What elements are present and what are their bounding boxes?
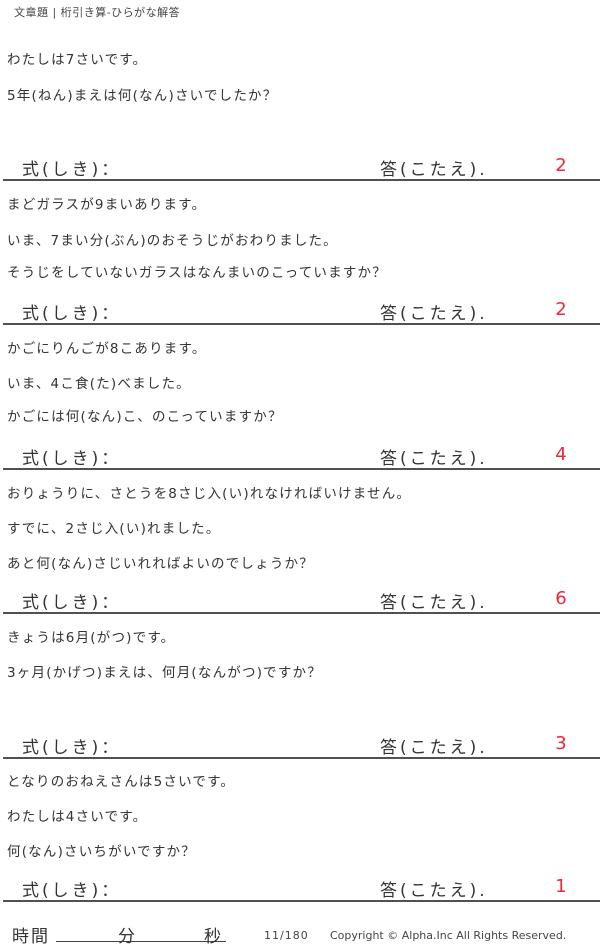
answer-rule <box>3 323 600 325</box>
answer-value: 2 <box>555 155 567 176</box>
answer-label: 答(こたえ). <box>380 449 488 469</box>
problem-text-line: いま、7まい分(ぶん)のおそうじがおわりました。 <box>7 233 338 249</box>
answer-value: 3 <box>555 733 567 754</box>
formula-label: 式(しき)： <box>22 881 122 901</box>
answer-label: 答(こたえ). <box>380 738 488 758</box>
problem-text-line: おりょうりに、さとうを8さじ入(い)れなければいけません。 <box>7 486 412 502</box>
problem-text-line: まどガラスが9まいあります。 <box>7 197 207 213</box>
problem-text-line: かごにりんごが8こあります。 <box>7 341 207 357</box>
answer-label: 答(こたえ). <box>380 593 488 613</box>
answer-value: 6 <box>555 588 567 609</box>
page-number: 11/180 <box>264 929 309 942</box>
answer-value: 2 <box>555 299 567 320</box>
problem-text-line: 3ヶ月(かげつ)まえは、何月(なんがつ)ですか？ <box>7 665 322 681</box>
problem-text-line: あと何(なん)さじいれればよいのでしょうか？ <box>7 556 314 572</box>
answer-label: 答(こたえ). <box>380 304 488 324</box>
answer-rule <box>3 757 600 759</box>
answer-label: 答(こたえ). <box>380 881 488 901</box>
problem-text-line: 5年(ねん)まえは何(なん)さいでしたか？ <box>7 88 278 104</box>
problem-text-line: かごには何(なん)こ、のこっていますか？ <box>7 409 283 425</box>
formula-label: 式(しき)： <box>22 593 122 613</box>
problem-text-line: すでに、2さじ入(い)れました。 <box>7 521 221 537</box>
answer-value: 4 <box>555 444 567 465</box>
formula-label: 式(しき)： <box>22 738 122 758</box>
answer-rule <box>3 900 600 902</box>
minutes-label: 分 <box>118 927 135 947</box>
problem-text-line: となりのおねえさんは5さいです。 <box>7 774 236 790</box>
answer-value: 1 <box>555 876 567 897</box>
problem-text-line: きょうは6月(がつ)です。 <box>7 630 176 646</box>
problem-text-line: わたしは7さいです。 <box>7 52 148 68</box>
worksheet-title: 文章題 | 桁引き算-ひらがな解答 <box>14 6 181 19</box>
problem-text-line: いま、4こ食(た)べました。 <box>7 376 191 392</box>
answer-rule <box>3 179 600 181</box>
answer-rule <box>3 468 600 470</box>
answer-rule <box>3 612 600 614</box>
formula-label: 式(しき)： <box>22 160 122 180</box>
problem-text-line: そうじをしていないガラスはなんまいのこっていますか？ <box>7 265 387 281</box>
problem-text-line: わたしは4さいです。 <box>7 809 148 825</box>
formula-label: 式(しき)： <box>22 449 122 469</box>
seconds-label: 秒 <box>204 927 221 947</box>
copyright-notice: Copyright © Alpha.Inc All Rights Reserve… <box>330 929 567 942</box>
problem-text-line: 何(なん)さいちがいですか？ <box>7 844 196 860</box>
answer-label: 答(こたえ). <box>380 160 488 180</box>
formula-label: 式(しき)： <box>22 304 122 324</box>
time-label: 時間 <box>12 927 50 947</box>
time-entry-line <box>56 941 226 942</box>
